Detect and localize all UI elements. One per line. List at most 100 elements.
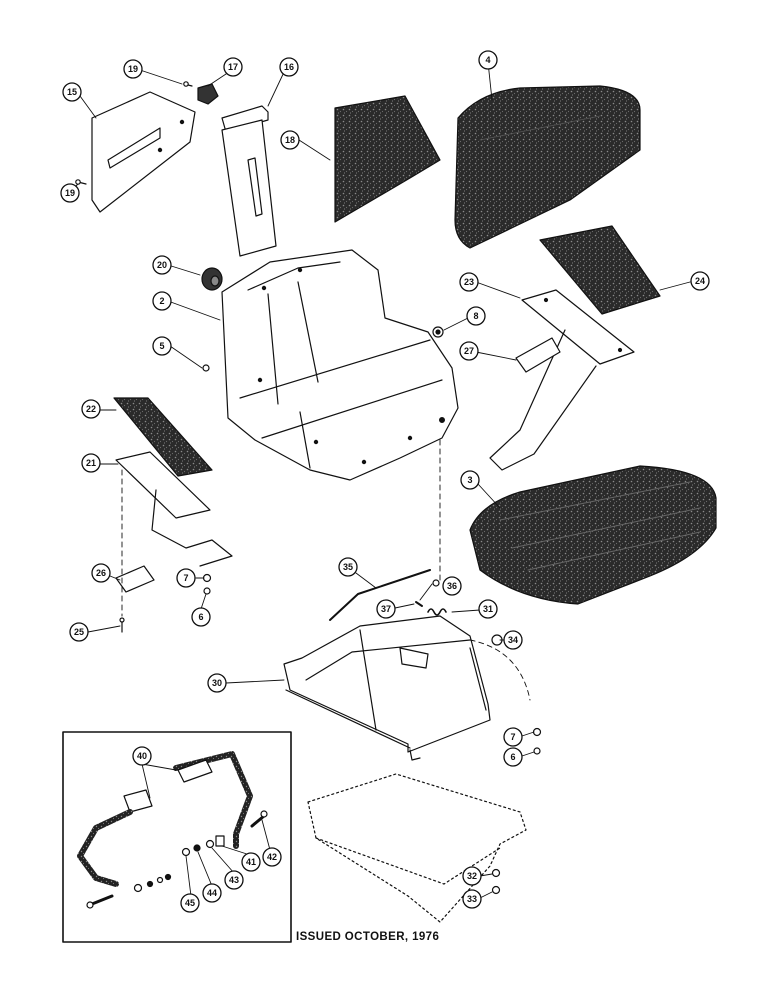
part-5-screw bbox=[202, 364, 210, 372]
callout-32: 32 bbox=[462, 866, 482, 886]
svg-text:27: 27 bbox=[464, 346, 474, 356]
svg-text:21: 21 bbox=[86, 458, 96, 468]
svg-text:18: 18 bbox=[285, 135, 295, 145]
part-42-bolt bbox=[250, 810, 268, 828]
svg-text:37: 37 bbox=[381, 604, 391, 614]
part-26-bracket bbox=[115, 565, 155, 593]
svg-text:6: 6 bbox=[510, 752, 515, 762]
svg-text:26: 26 bbox=[96, 568, 106, 578]
callout-30: 30 bbox=[207, 673, 227, 693]
callout-18: 18 bbox=[280, 130, 300, 150]
part-45-washer bbox=[181, 847, 191, 857]
part-3-seat-cushion bbox=[469, 465, 717, 605]
callout-40: 40 bbox=[132, 746, 152, 766]
part-18-back-cushion-left bbox=[334, 95, 441, 223]
callouts: 15 19 17 16 4 18 19 20 2 8 5 27 23 24 22… bbox=[60, 50, 710, 913]
callout-3: 3 bbox=[460, 470, 480, 490]
svg-text:23: 23 bbox=[464, 277, 474, 287]
callout-44: 44 bbox=[202, 883, 222, 903]
svg-text:34: 34 bbox=[508, 635, 518, 645]
svg-text:17: 17 bbox=[228, 62, 238, 72]
callout-45: 45 bbox=[180, 893, 200, 913]
issued-date-caption: ISSUED OCTOBER, 1976 bbox=[296, 931, 440, 943]
mounting-base-dotted bbox=[307, 773, 527, 923]
part-15-side-plate bbox=[91, 91, 196, 213]
part-8-nut bbox=[432, 326, 444, 338]
part-22-left-armrest-pad bbox=[113, 397, 213, 477]
svg-text:31: 31 bbox=[483, 604, 493, 614]
callout-7-right: 7 bbox=[503, 727, 523, 747]
svg-text:22: 22 bbox=[86, 404, 96, 414]
callout-20: 20 bbox=[152, 255, 172, 275]
part-43-spacer bbox=[205, 839, 215, 849]
callout-6-left: 6 bbox=[191, 607, 211, 627]
callout-21: 21 bbox=[81, 453, 101, 473]
svg-text:19: 19 bbox=[128, 64, 138, 74]
part-41-bushing bbox=[215, 835, 225, 847]
svg-text:36: 36 bbox=[447, 581, 457, 591]
callout-31: 31 bbox=[478, 599, 498, 619]
part-36-nut bbox=[432, 579, 440, 587]
part-37-pin bbox=[415, 601, 423, 607]
part-30-base-frame bbox=[283, 615, 491, 761]
part-2-seat-pan bbox=[221, 249, 459, 481]
svg-text:5: 5 bbox=[159, 341, 164, 351]
callout-7-left: 7 bbox=[176, 568, 196, 588]
callout-27: 27 bbox=[459, 341, 479, 361]
part-31-spring bbox=[427, 608, 447, 616]
part-17-clip bbox=[197, 83, 219, 105]
svg-text:30: 30 bbox=[212, 678, 222, 688]
svg-text:4: 4 bbox=[485, 55, 490, 65]
callout-19-top: 19 bbox=[123, 59, 143, 79]
part-27-arm-plate bbox=[515, 337, 561, 373]
callout-16: 16 bbox=[279, 57, 299, 77]
part-40-seat-belt bbox=[77, 751, 253, 887]
part-4-back-cushion-right bbox=[454, 85, 641, 249]
svg-text:7: 7 bbox=[183, 573, 188, 583]
part-6-bolt-left bbox=[203, 587, 211, 595]
callout-4: 4 bbox=[478, 50, 498, 70]
part-23-right-arm-bracket bbox=[489, 289, 635, 471]
callout-19-left: 19 bbox=[60, 183, 80, 203]
part-16-back-bracket bbox=[221, 105, 277, 257]
svg-text:20: 20 bbox=[157, 260, 167, 270]
callout-34: 34 bbox=[503, 630, 523, 650]
svg-text:2: 2 bbox=[159, 296, 164, 306]
svg-text:24: 24 bbox=[695, 276, 705, 286]
svg-text:43: 43 bbox=[229, 875, 239, 885]
svg-text:45: 45 bbox=[185, 898, 195, 908]
callout-26: 26 bbox=[91, 563, 111, 583]
svg-text:40: 40 bbox=[137, 751, 147, 761]
svg-text:6: 6 bbox=[198, 612, 203, 622]
callout-24: 24 bbox=[690, 271, 710, 291]
part-7-washer-left bbox=[202, 573, 212, 583]
leader-lines bbox=[69, 61, 691, 899]
svg-text:32: 32 bbox=[467, 871, 477, 881]
svg-text:33: 33 bbox=[467, 894, 477, 904]
svg-text:3: 3 bbox=[467, 475, 472, 485]
svg-text:41: 41 bbox=[246, 857, 256, 867]
part-25-screw bbox=[119, 617, 125, 633]
callout-25: 25 bbox=[69, 622, 89, 642]
svg-text:7: 7 bbox=[510, 732, 515, 742]
svg-text:19: 19 bbox=[65, 188, 75, 198]
part-44-nut bbox=[193, 844, 201, 852]
part-19-screw-left bbox=[75, 179, 87, 185]
part-7-washer-right bbox=[532, 727, 542, 737]
svg-text:44: 44 bbox=[207, 888, 217, 898]
svg-text:35: 35 bbox=[343, 562, 353, 572]
belt-bolt-left bbox=[86, 894, 114, 909]
svg-text:42: 42 bbox=[267, 852, 277, 862]
callout-2: 2 bbox=[152, 291, 172, 311]
callout-37: 37 bbox=[376, 599, 396, 619]
callout-41: 41 bbox=[241, 852, 261, 872]
part-21-left-arm-bracket bbox=[115, 451, 233, 567]
callout-36: 36 bbox=[442, 576, 462, 596]
alignment-lines bbox=[121, 439, 531, 701]
part-24-right-armrest-pad bbox=[539, 225, 661, 315]
callout-23: 23 bbox=[459, 272, 479, 292]
part-33-washer bbox=[491, 885, 501, 895]
callout-43: 43 bbox=[224, 870, 244, 890]
callout-22: 22 bbox=[81, 399, 101, 419]
